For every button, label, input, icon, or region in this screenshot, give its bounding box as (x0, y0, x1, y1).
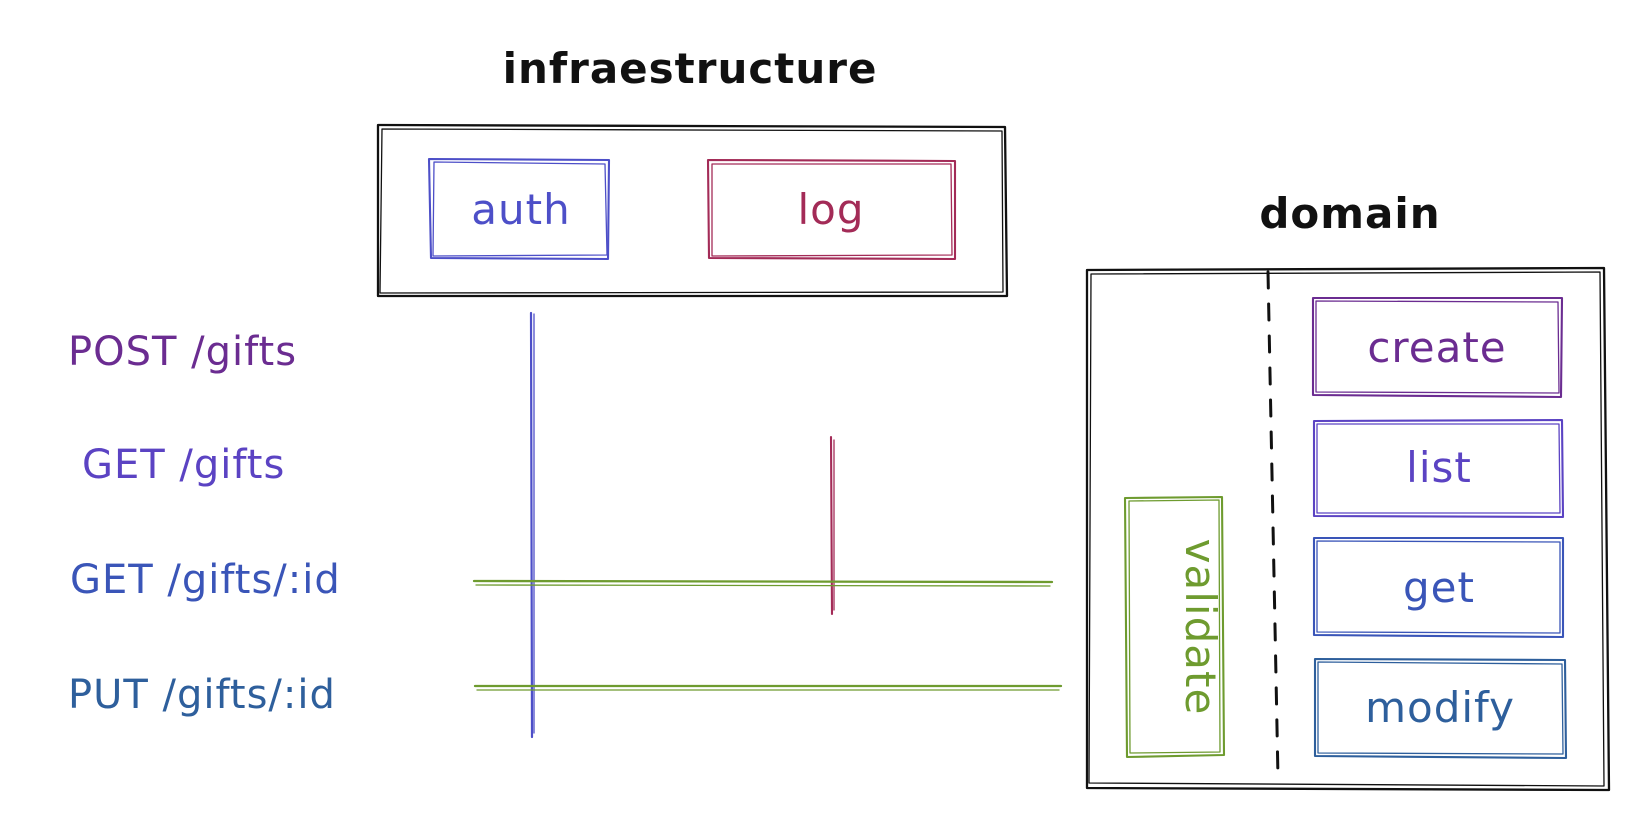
log-label: log (797, 185, 864, 234)
auth-connector (529, 311, 535, 739)
auth-label: auth (471, 185, 570, 234)
route-get-gift-by-id: GET /gifts/:id (70, 557, 341, 603)
domain-modify-box: modify (1313, 657, 1568, 760)
route-put-gift-by-id: PUT /gifts/:id (68, 672, 336, 718)
route-get-gifts: GET /gifts (82, 442, 285, 488)
auth-box: auth (427, 157, 611, 261)
log-connector (829, 435, 835, 616)
domain-divider (1266, 270, 1280, 780)
domain-get-label: get (1403, 563, 1475, 612)
domain-get-box: get (1312, 536, 1565, 639)
domain-create-box: create (1311, 296, 1564, 399)
route-post-gifts: POST /gifts (68, 329, 297, 375)
validate-label: validate (1176, 539, 1225, 716)
domain-list-box: list (1312, 418, 1565, 519)
domain-title: domain (1259, 189, 1440, 238)
domain-container (1085, 266, 1611, 792)
domain-create-label: create (1367, 323, 1506, 372)
infrastructure-container (376, 123, 1009, 298)
log-box: log (706, 158, 957, 261)
domain-modify-label: modify (1365, 683, 1515, 732)
validation-connector-get-by-id (472, 579, 1054, 587)
validate-box: validate (1123, 495, 1226, 759)
infrastructure-title: infraestructure (503, 44, 878, 93)
domain-list-label: list (1406, 443, 1472, 492)
validation-connector-put (473, 684, 1063, 691)
